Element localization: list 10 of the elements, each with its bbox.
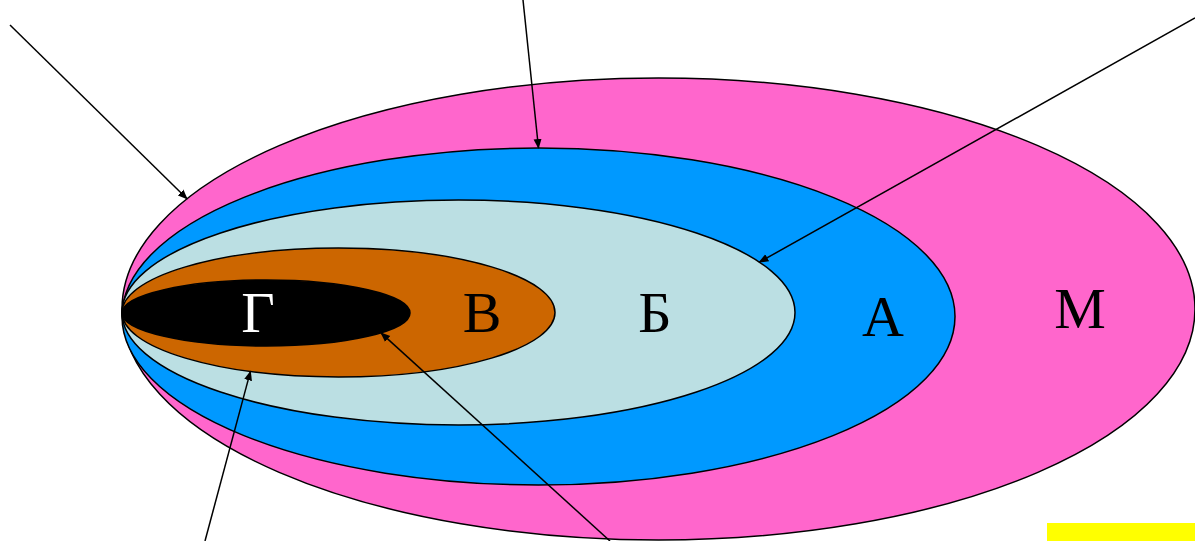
arrow — [758, 17, 1195, 263]
set-letter: В — [462, 283, 502, 342]
arrow — [204, 370, 252, 541]
set-letter: М — [1054, 280, 1106, 338]
set-letter: Б — [638, 283, 672, 342]
arrow — [9, 24, 188, 200]
set-letter: А — [862, 287, 904, 346]
arrow — [380, 332, 611, 541]
arrow — [522, 0, 542, 149]
set-letter: Г — [241, 284, 275, 342]
